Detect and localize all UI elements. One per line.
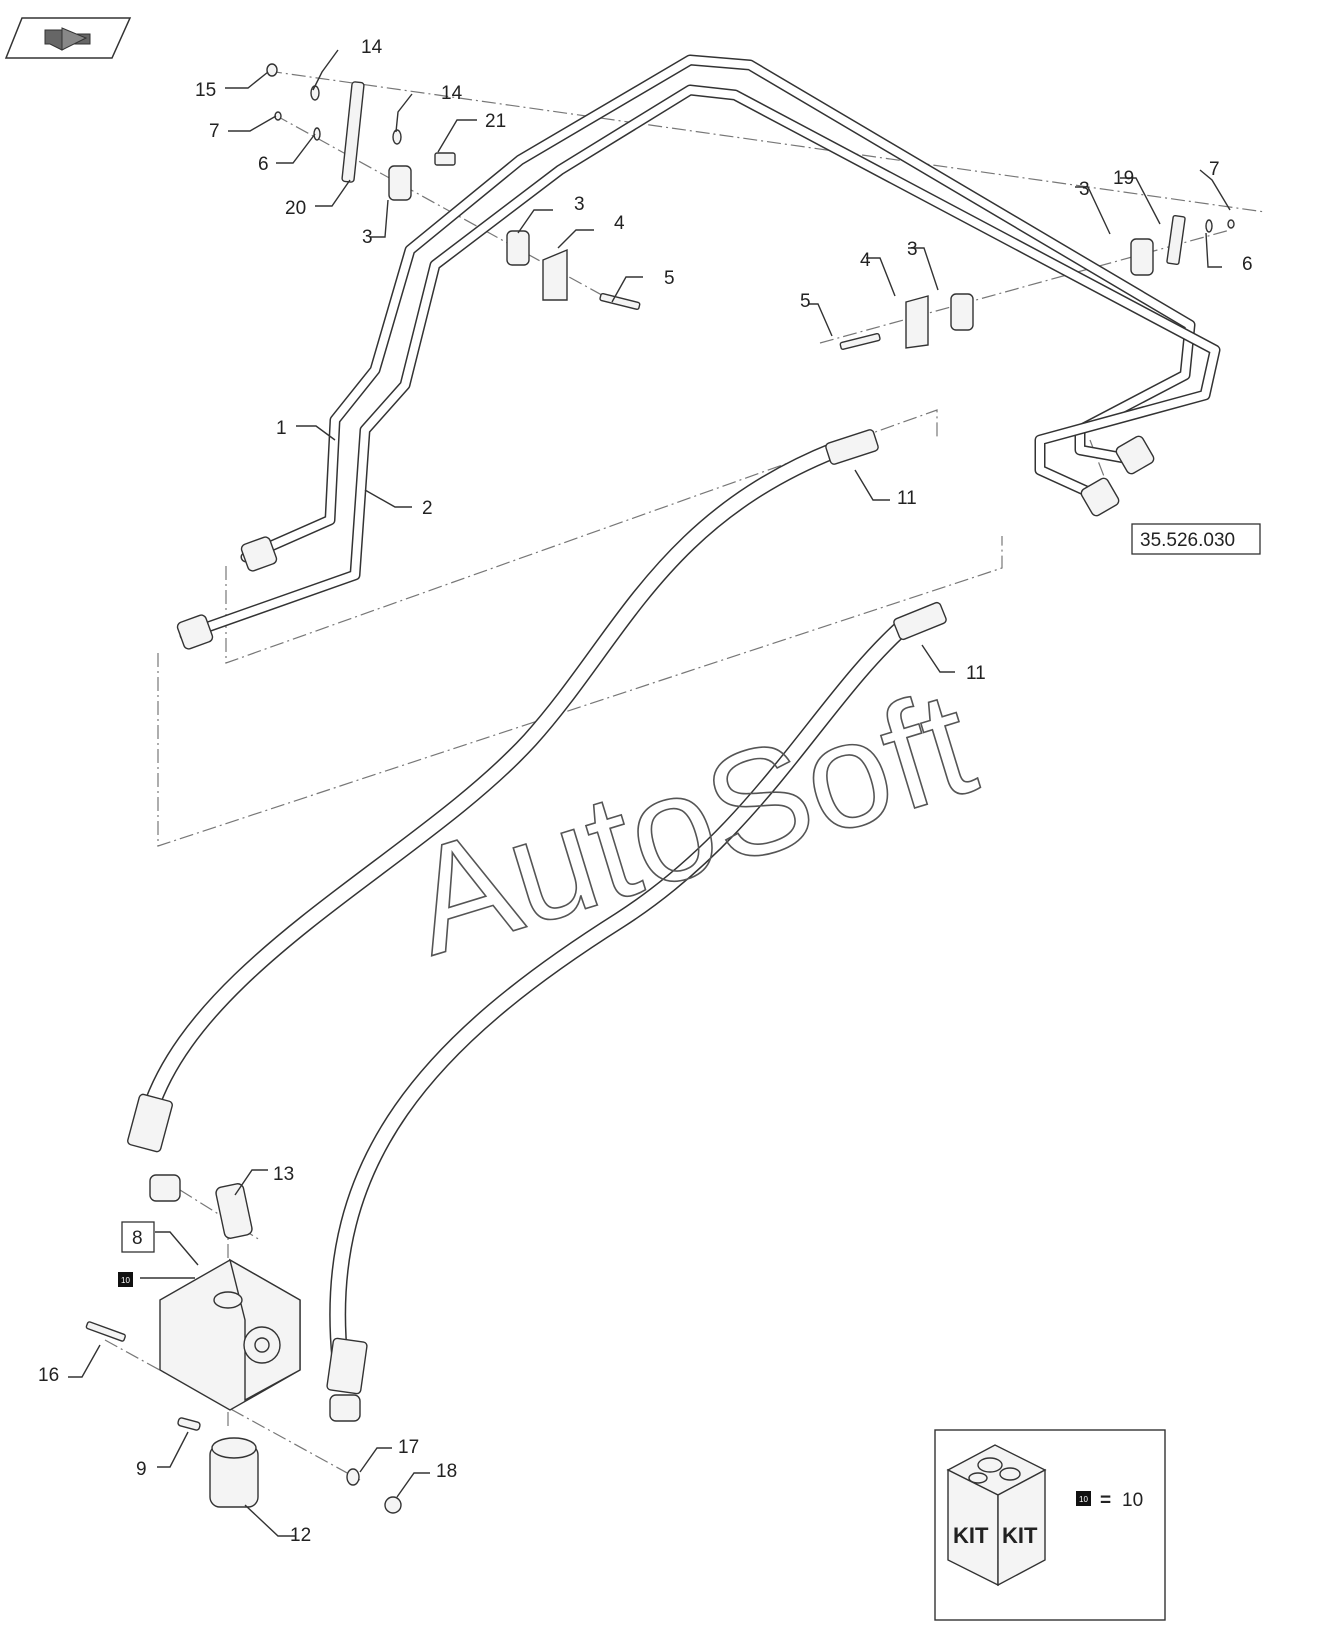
callout-3-c: 3 [1079,179,1090,200]
kit-legend-equals: = [1100,1490,1111,1511]
callout-7-b: 7 [1209,159,1220,180]
watermark: AutoSoft [391,657,992,987]
flexible-hoses [127,429,947,1422]
pump-reference-label: 8 [132,1228,143,1249]
callout-16: 16 [38,1365,59,1386]
kit-legend-value: 10 [1122,1490,1143,1511]
section-reference[interactable]: 35.526.030 [1131,523,1261,555]
kit-legend: KIT KIT 10 = 10 [934,1429,1166,1621]
callout-11-b: 11 [966,663,986,684]
callout-6-b: 6 [1242,254,1253,275]
callout-4-a: 4 [614,213,625,234]
kit-box-label-right: KIT [1002,1523,1038,1548]
callout-20: 20 [285,198,306,219]
callout-3-d: 3 [907,239,918,260]
pump-reference: 8 [121,1221,155,1253]
rigid-pipes [176,54,1221,650]
kit-marker-label: 10 [121,1276,130,1285]
back-arrow-icon [44,27,91,51]
callout-12: 12 [290,1525,311,1546]
hydraulic-pump [85,1183,402,1514]
callout-21: 21 [485,111,506,132]
callout-15: 15 [195,80,216,101]
callout-11-a: 11 [897,488,917,509]
watermark-text: AutoSoft [392,658,991,987]
kit-legend-marker: 10 [1079,1495,1088,1504]
callout-17: 17 [398,1437,419,1458]
callout-13: 13 [273,1164,294,1185]
callout-19: 19 [1113,168,1134,189]
callout-3-b: 3 [574,194,585,215]
leader-lines [68,49,1231,1537]
clamp-hardware [266,63,1235,350]
callout-2: 2 [422,498,433,519]
callout-9: 9 [136,1459,147,1480]
section-reference-label: 35.526.030 [1140,530,1235,551]
callout-14-b: 14 [441,83,463,104]
callout-14-a: 14 [361,37,383,58]
back-nav-button[interactable] [4,17,132,59]
callout-7-a: 7 [209,121,220,142]
callout-18: 18 [436,1461,457,1482]
callout-5-b: 5 [800,291,811,312]
kit-marker: 10 [118,1272,133,1287]
kit-box-icon: KIT KIT [946,1444,1047,1587]
callout-1: 1 [276,418,287,439]
callout-4-b: 4 [860,250,871,271]
callout-labels: 15 14 14 7 21 6 20 3 3 4 5 3 19 7 6 4 3 … [38,37,1253,1546]
callout-3-a: 3 [362,227,373,248]
callout-6-a: 6 [258,154,269,175]
kit-box-label-left: KIT [953,1523,989,1548]
callout-5-a: 5 [664,268,675,289]
